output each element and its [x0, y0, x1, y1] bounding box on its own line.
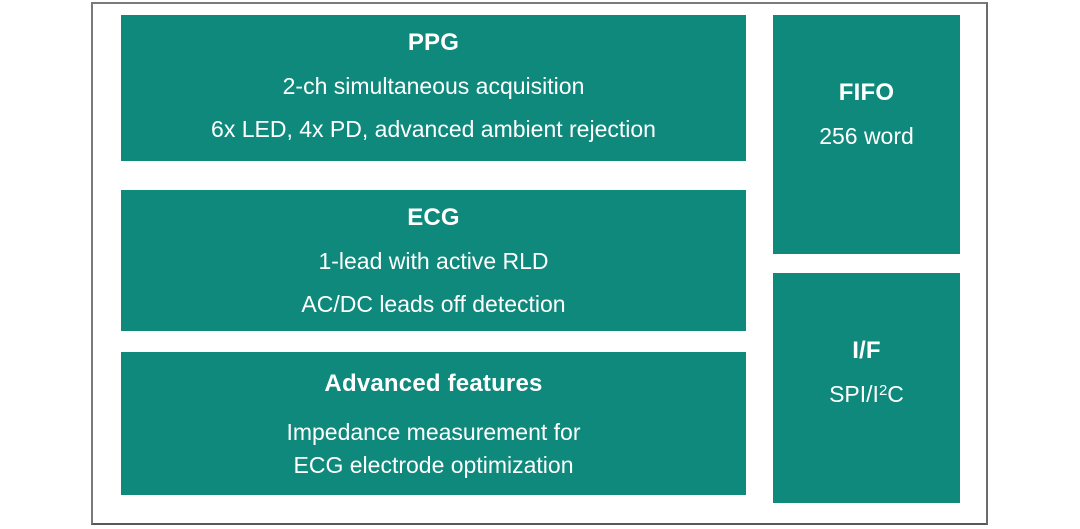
advanced-features-title: Advanced features — [324, 370, 543, 397]
spi-i2c-superscript: 2 — [878, 382, 888, 399]
advanced-features-line-1: Impedance measurement for — [286, 419, 581, 445]
advanced-features-paragraph: Impedance measurement for ECG electrode … — [121, 416, 746, 482]
ecg-line-2: AC/DC leads off detection — [301, 291, 566, 317]
advanced-features-block: Advanced features Impedance measurement … — [121, 352, 746, 495]
fifo-block: FIFO 256 word — [773, 15, 960, 254]
interface-title: I/F — [852, 337, 881, 364]
interface-line-1: SPI/I2C — [773, 379, 960, 410]
spi-i2c-suffix: C — [887, 381, 904, 407]
fifo-line-1: 256 word — [819, 123, 914, 149]
ecg-line-1: 1-lead with active RLD — [318, 248, 549, 274]
ecg-block: ECG 1-lead with active RLD AC/DC leads o… — [121, 190, 746, 331]
fifo-title: FIFO — [838, 79, 895, 106]
interface-block: I/F SPI/I2C — [773, 273, 960, 503]
ppg-block: PPG 2-ch simultaneous acquisition 6x LED… — [121, 15, 746, 161]
ppg-line-2: 6x LED, 4x PD, advanced ambient rejectio… — [211, 116, 656, 142]
outer-frame: PPG 2-ch simultaneous acquisition 6x LED… — [91, 2, 988, 525]
advanced-features-line-2: ECG electrode optimization — [293, 452, 574, 478]
ppg-title: PPG — [407, 29, 460, 56]
ppg-line-1: 2-ch simultaneous acquisition — [282, 73, 585, 99]
spi-i2c-prefix: SPI/I — [829, 381, 879, 407]
ecg-title: ECG — [407, 204, 460, 231]
